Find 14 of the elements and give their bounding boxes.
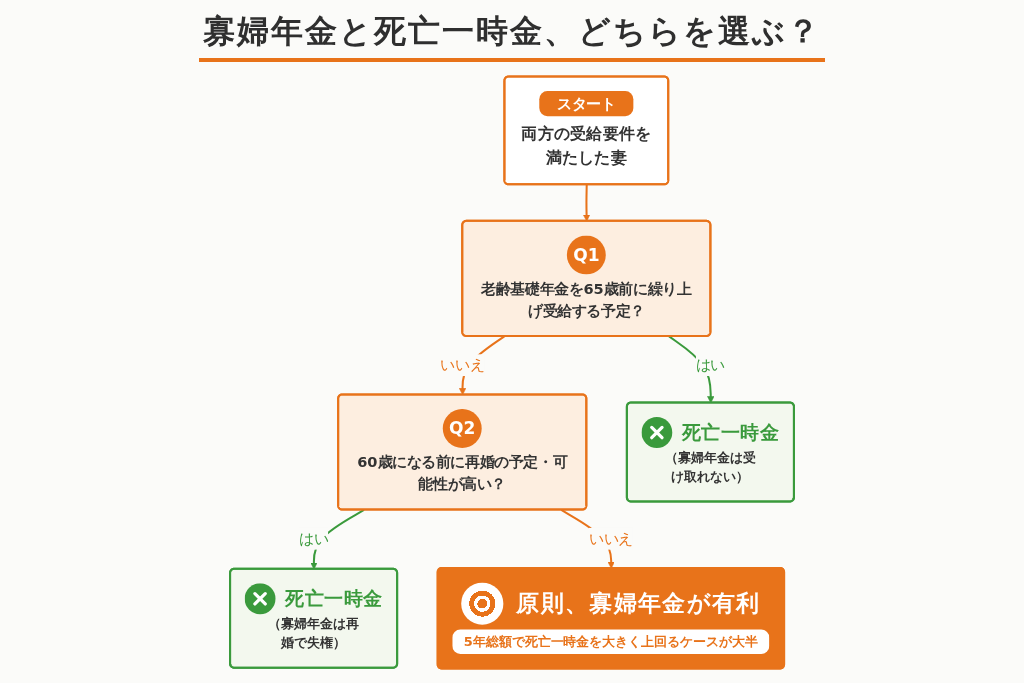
result-note: （寡婦年金は再婚で失権） bbox=[267, 614, 360, 653]
result-title: 死亡一時金 bbox=[682, 421, 780, 444]
conclusion-note: 5年総額で死亡一時金を大きく上回るケースが大半 bbox=[452, 629, 770, 654]
result-title: 死亡一時金 bbox=[285, 587, 383, 611]
node-text: 両方の受給要件を満たした妻 bbox=[520, 122, 653, 170]
edge-label: いいえ bbox=[589, 527, 633, 550]
edge-label: いいえ bbox=[440, 354, 485, 377]
conclusion-title: 原則、寡婦年金が有利 bbox=[516, 589, 761, 617]
edge-label: はい bbox=[695, 354, 725, 377]
title: 寡婦年金と死亡一時金、どちらを選ぶ？ bbox=[199, 10, 825, 62]
start-tab: スタート bbox=[539, 91, 634, 117]
question-text: 60歳になる前に再婚の予定・可能性が高い？ bbox=[356, 452, 569, 495]
result-note: （寡婦年金は受け取れない） bbox=[664, 448, 757, 487]
question-text: 老齢基礎年金を65歳前に繰り上げ受給する予定？ bbox=[480, 279, 693, 321]
